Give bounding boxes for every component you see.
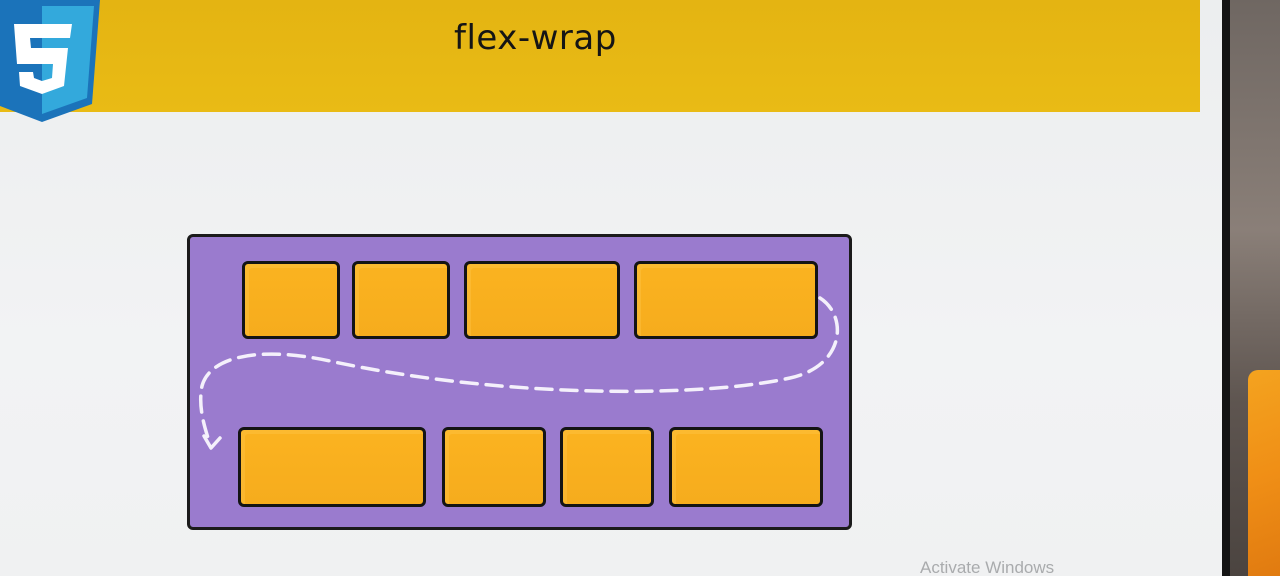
windows-activation-watermark: Activate Windows: [920, 558, 1055, 576]
flex-item: [634, 261, 818, 339]
flex-wrap-illustration: [180, 226, 864, 544]
slide-title: flex-wrap: [454, 18, 617, 58]
css3-icon: [0, 0, 100, 124]
flex-item: [238, 427, 426, 507]
orange-object: [1248, 370, 1280, 576]
flex-item: [442, 427, 546, 507]
flex-item: [560, 427, 654, 507]
flex-item: [242, 261, 340, 339]
slide-header: flex-wrap: [0, 0, 1200, 112]
presentation-slide: flex-wrap Activate Windows: [0, 0, 1222, 576]
flex-container: [182, 234, 854, 537]
flex-item: [669, 427, 823, 507]
flex-item: [464, 261, 620, 339]
flex-item: [352, 261, 450, 339]
